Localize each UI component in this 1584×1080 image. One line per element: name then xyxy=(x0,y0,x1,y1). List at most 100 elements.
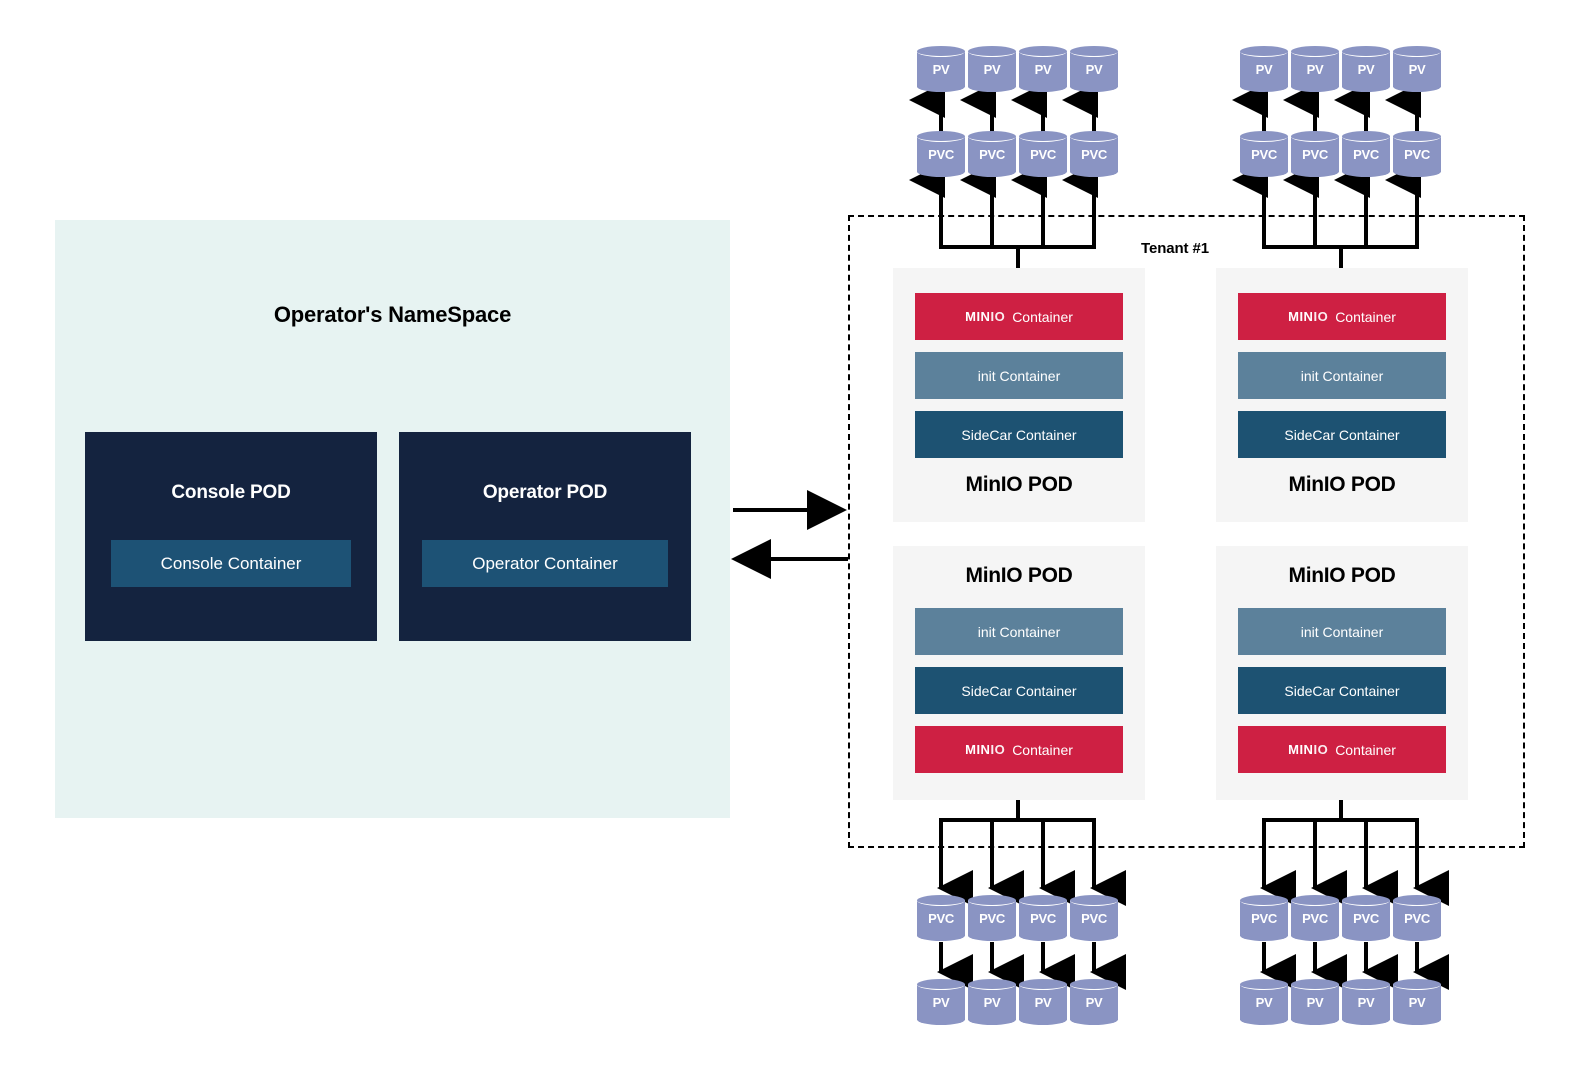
pv-cylinder-bottom-left-4[interactable]: PV xyxy=(1070,979,1118,1025)
cylinder-label: PVC xyxy=(1353,910,1379,926)
pv-cylinder-top-left-3[interactable]: PV xyxy=(1019,46,1067,92)
cylinder-label: PV xyxy=(1306,994,1324,1010)
cylinder-label: PVC xyxy=(1081,146,1107,162)
init-container-2[interactable]: init Container xyxy=(1238,352,1446,399)
pvc-cylinder-top-right-1[interactable]: PVC xyxy=(1240,131,1288,177)
cylinder-top xyxy=(1240,979,1288,990)
minio-pod-title-3: MinIO POD xyxy=(965,564,1073,587)
operator-pod-card[interactable]: Operator POD Operator Container xyxy=(399,432,691,641)
cylinder-top xyxy=(1019,895,1067,906)
cylinder-body xyxy=(1240,900,1288,936)
cylinder-body xyxy=(1070,900,1118,936)
cylinder-top xyxy=(1393,46,1441,57)
minio-pod-card-3[interactable]: MinIO POD init Container SideCar Contain… xyxy=(893,546,1145,800)
pv-cylinder-top-left-4[interactable]: PV xyxy=(1070,46,1118,92)
pv-cylinder-top-right-4[interactable]: PV xyxy=(1393,46,1441,92)
pv-cylinder-bottom-right-1[interactable]: PV xyxy=(1240,979,1288,1025)
pv-cylinder-top-right-2[interactable]: PV xyxy=(1291,46,1339,92)
pvc-cylinder-bottom-right-4[interactable]: PVC xyxy=(1393,895,1441,941)
cylinder-label: PV xyxy=(1255,61,1273,77)
cylinder-body xyxy=(1070,136,1118,172)
cylinder-body xyxy=(1070,984,1118,1020)
cylinder-top xyxy=(968,46,1016,57)
sidecar-container-2[interactable]: SideCar Container xyxy=(1238,411,1446,458)
pv-cylinder-bottom-right-3[interactable]: PV xyxy=(1342,979,1390,1025)
console-pod-card[interactable]: Console POD Console Container xyxy=(85,432,377,641)
pvc-cylinder-top-left-2[interactable]: PVC xyxy=(968,131,1016,177)
cylinder-label: PVC xyxy=(979,146,1005,162)
pvc-cylinder-bottom-left-4[interactable]: PVC xyxy=(1070,895,1118,941)
cylinder-body xyxy=(1019,984,1067,1020)
cylinder-body xyxy=(1291,900,1339,936)
pvc-cylinder-bottom-left-3[interactable]: PVC xyxy=(1019,895,1067,941)
cylinder-label: PV xyxy=(1085,61,1103,77)
minio-pod-card-4[interactable]: MinIO POD init Container SideCar Contain… xyxy=(1216,546,1468,800)
pvc-cylinder-top-right-3[interactable]: PVC xyxy=(1342,131,1390,177)
pv-cylinder-top-left-1[interactable]: PV xyxy=(917,46,965,92)
pv-cylinder-bottom-left-2[interactable]: PV xyxy=(968,979,1016,1025)
cylinder-top xyxy=(917,131,965,142)
sidecar-container-3[interactable]: SideCar Container xyxy=(915,667,1123,714)
cylinder-body xyxy=(968,984,1016,1020)
pvc-cylinder-bottom-right-2[interactable]: PVC xyxy=(1291,895,1339,941)
pv-cylinder-bottom-left-1[interactable]: PV xyxy=(917,979,965,1025)
cylinder-body xyxy=(1342,900,1390,936)
cylinder-top xyxy=(917,895,965,906)
operator-container-box[interactable]: Operator Container xyxy=(422,540,668,587)
cylinder-top xyxy=(1019,131,1067,142)
pvc-cylinder-bottom-right-1[interactable]: PVC xyxy=(1240,895,1288,941)
pv-cylinder-bottom-left-3[interactable]: PV xyxy=(1019,979,1067,1025)
cylinder-top xyxy=(1070,131,1118,142)
pvc-cylinder-top-left-4[interactable]: PVC xyxy=(1070,131,1118,177)
pvc-cylinder-top-right-2[interactable]: PVC xyxy=(1291,131,1339,177)
cylinder-top xyxy=(1342,895,1390,906)
cylinder-label: PVC xyxy=(1404,910,1430,926)
init-container-1[interactable]: init Container xyxy=(915,352,1123,399)
cylinder-top xyxy=(1393,895,1441,906)
init-container-3[interactable]: init Container xyxy=(915,608,1123,655)
pv-cylinder-bottom-right-2[interactable]: PV xyxy=(1291,979,1339,1025)
cylinder-body xyxy=(1291,984,1339,1020)
pv-cylinder-top-left-2[interactable]: PV xyxy=(968,46,1016,92)
cylinder-body xyxy=(1393,136,1441,172)
namespace-title: Operator's NameSpace xyxy=(273,302,512,327)
pvc-cylinder-top-right-4[interactable]: PVC xyxy=(1393,131,1441,177)
pvc-cylinder-top-left-3[interactable]: PVC xyxy=(1019,131,1067,177)
cylinder-body xyxy=(917,136,965,172)
cylinder-top xyxy=(1342,46,1390,57)
init-container-4[interactable]: init Container xyxy=(1238,608,1446,655)
pvc-cylinder-bottom-left-1[interactable]: PVC xyxy=(917,895,965,941)
cylinder-label: PVC xyxy=(1353,146,1379,162)
pv-cylinder-top-right-1[interactable]: PV xyxy=(1240,46,1288,92)
cylinder-label: PVC xyxy=(1081,910,1107,926)
pv-cylinder-bottom-right-4[interactable]: PV xyxy=(1393,979,1441,1025)
cylinder-body xyxy=(917,900,965,936)
cylinder-top xyxy=(917,46,965,57)
pvc-cylinder-bottom-left-2[interactable]: PVC xyxy=(968,895,1016,941)
minio-pod-title-2: MinIO POD xyxy=(1288,473,1396,496)
cylinder-body xyxy=(917,51,965,87)
cylinder-top xyxy=(1070,46,1118,57)
pvc-cylinder-bottom-right-3[interactable]: PVC xyxy=(1342,895,1390,941)
sidecar-container-1[interactable]: SideCar Container xyxy=(915,411,1123,458)
cylinder-top xyxy=(1070,979,1118,990)
pvc-cylinder-top-left-1[interactable]: PVC xyxy=(917,131,965,177)
cylinder-body xyxy=(1393,51,1441,87)
cylinder-top xyxy=(1291,131,1339,142)
cylinder-top xyxy=(968,895,1016,906)
minio-container-label-2: Container xyxy=(1335,308,1396,325)
cylinder-top xyxy=(1291,895,1339,906)
cylinder-label: PV xyxy=(1034,61,1052,77)
pv-cylinder-top-right-3[interactable]: PV xyxy=(1342,46,1390,92)
sidecar-container-4[interactable]: SideCar Container xyxy=(1238,667,1446,714)
console-container-box[interactable]: Console Container xyxy=(111,540,351,587)
